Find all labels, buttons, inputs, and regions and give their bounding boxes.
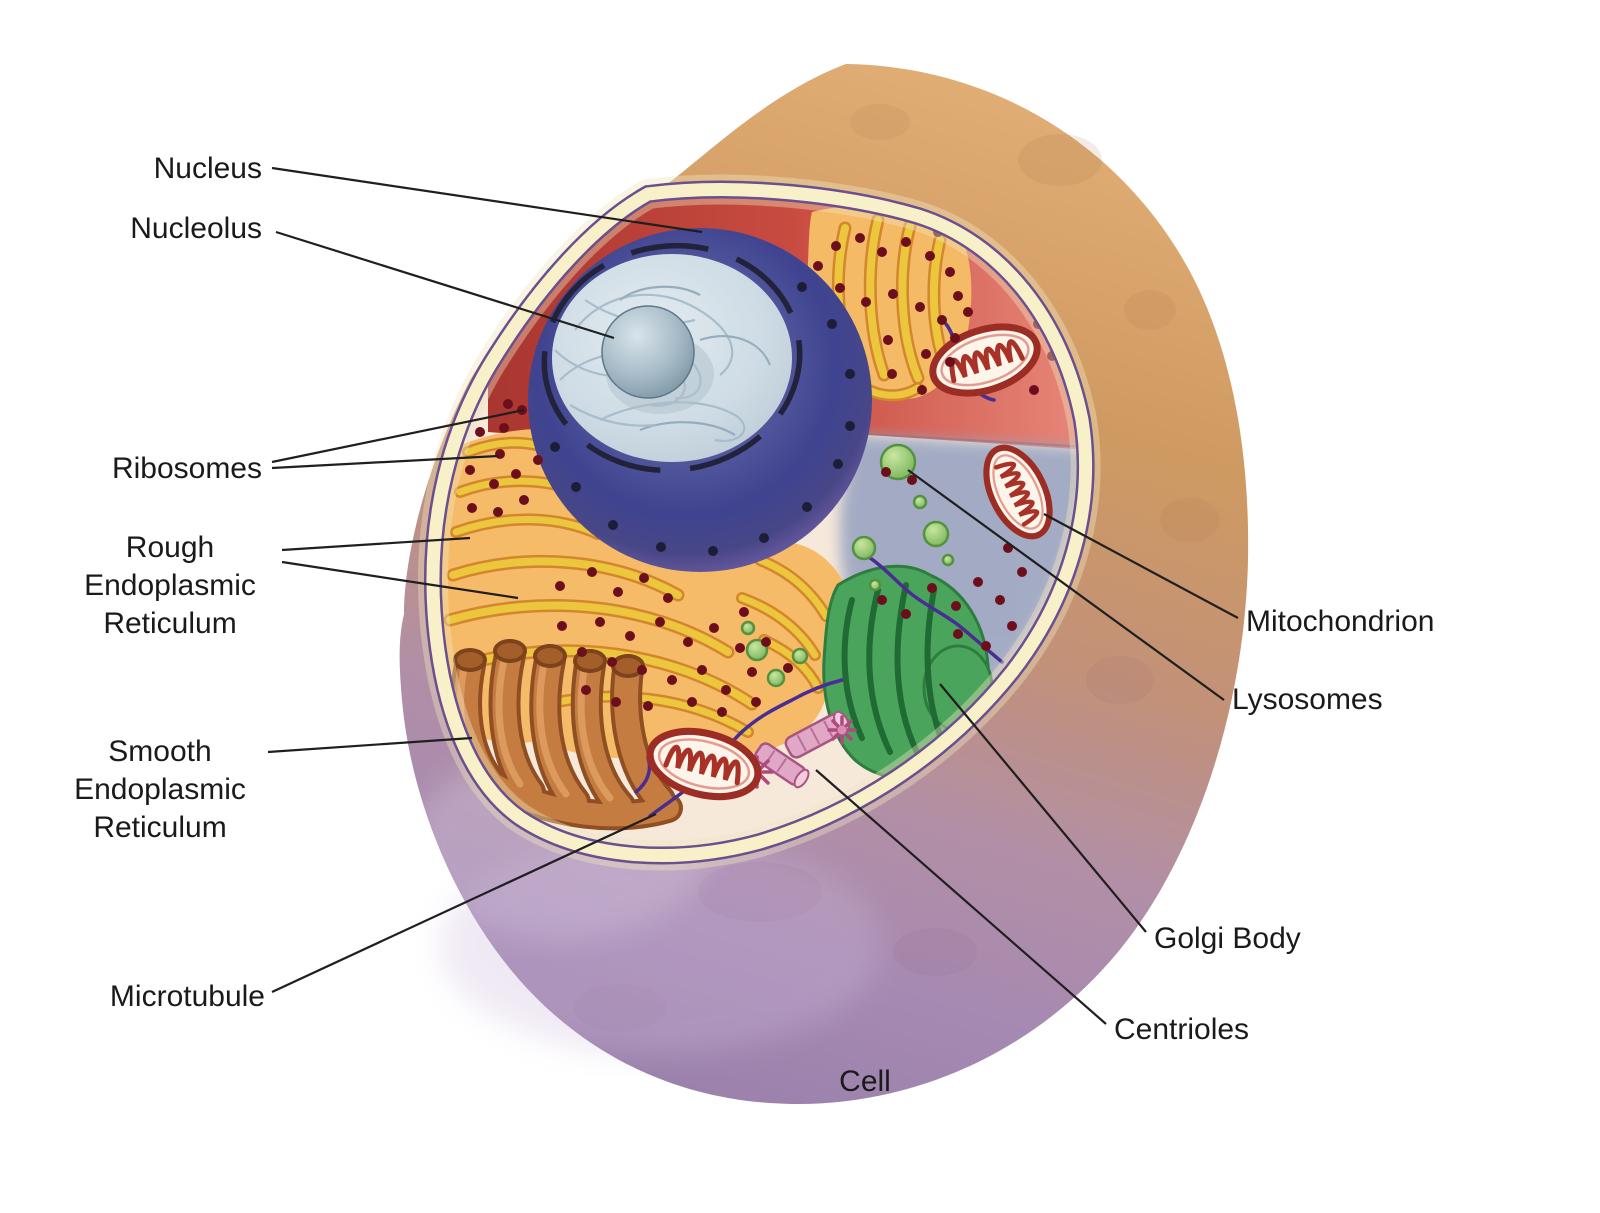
label-lysosomes: Lysosomes	[1232, 683, 1383, 716]
centrioles	[740, 710, 857, 789]
leader-ribosomes-2	[271, 454, 499, 470]
leader-rough-er-1	[281, 536, 471, 552]
leader-golgi	[939, 683, 1147, 933]
leader-centrioles	[815, 769, 1107, 1025]
cell-cut-face	[432, 189, 1086, 856]
leader-smooth-er	[267, 736, 473, 754]
ribosome-dots	[465, 227, 1057, 717]
leader-nucleus	[271, 166, 703, 234]
label-mitochondrion: Mitochondrion	[1246, 605, 1435, 638]
cell-membrane	[417, 174, 1101, 871]
label-centrioles: Centrioles	[1114, 1013, 1250, 1046]
label-microtubule: Microtubule	[109, 980, 265, 1013]
label-golgi-body: Golgi Body	[1154, 922, 1301, 955]
smooth-er	[440, 639, 683, 831]
label-nucleus: Nucleus	[153, 152, 262, 185]
nuclear-envelope-edge	[541, 242, 803, 474]
nucleus	[528, 228, 872, 572]
label-ribosomes: Ribosomes	[111, 452, 262, 485]
lysosomes	[740, 443, 955, 688]
leader-mitochondrion	[1043, 513, 1239, 619]
leader-nucleolus	[275, 230, 615, 340]
leader-lines	[267, 166, 1239, 1025]
leader-rough-er-2	[281, 560, 519, 600]
leader-lysosomes	[907, 469, 1225, 701]
label-cell: Cell	[839, 1065, 891, 1098]
nucleolus	[601, 305, 695, 399]
nuclear-pores	[550, 282, 855, 556]
leader-ribosomes-1	[271, 408, 525, 464]
label-nucleolus: Nucleolus	[130, 212, 262, 245]
leader-microtubule	[271, 813, 657, 993]
label-smooth-er: Smooth Endoplasmic Reticulum	[74, 735, 246, 844]
label-rough-er: Rough Endoplasmic Reticulum	[84, 531, 256, 640]
